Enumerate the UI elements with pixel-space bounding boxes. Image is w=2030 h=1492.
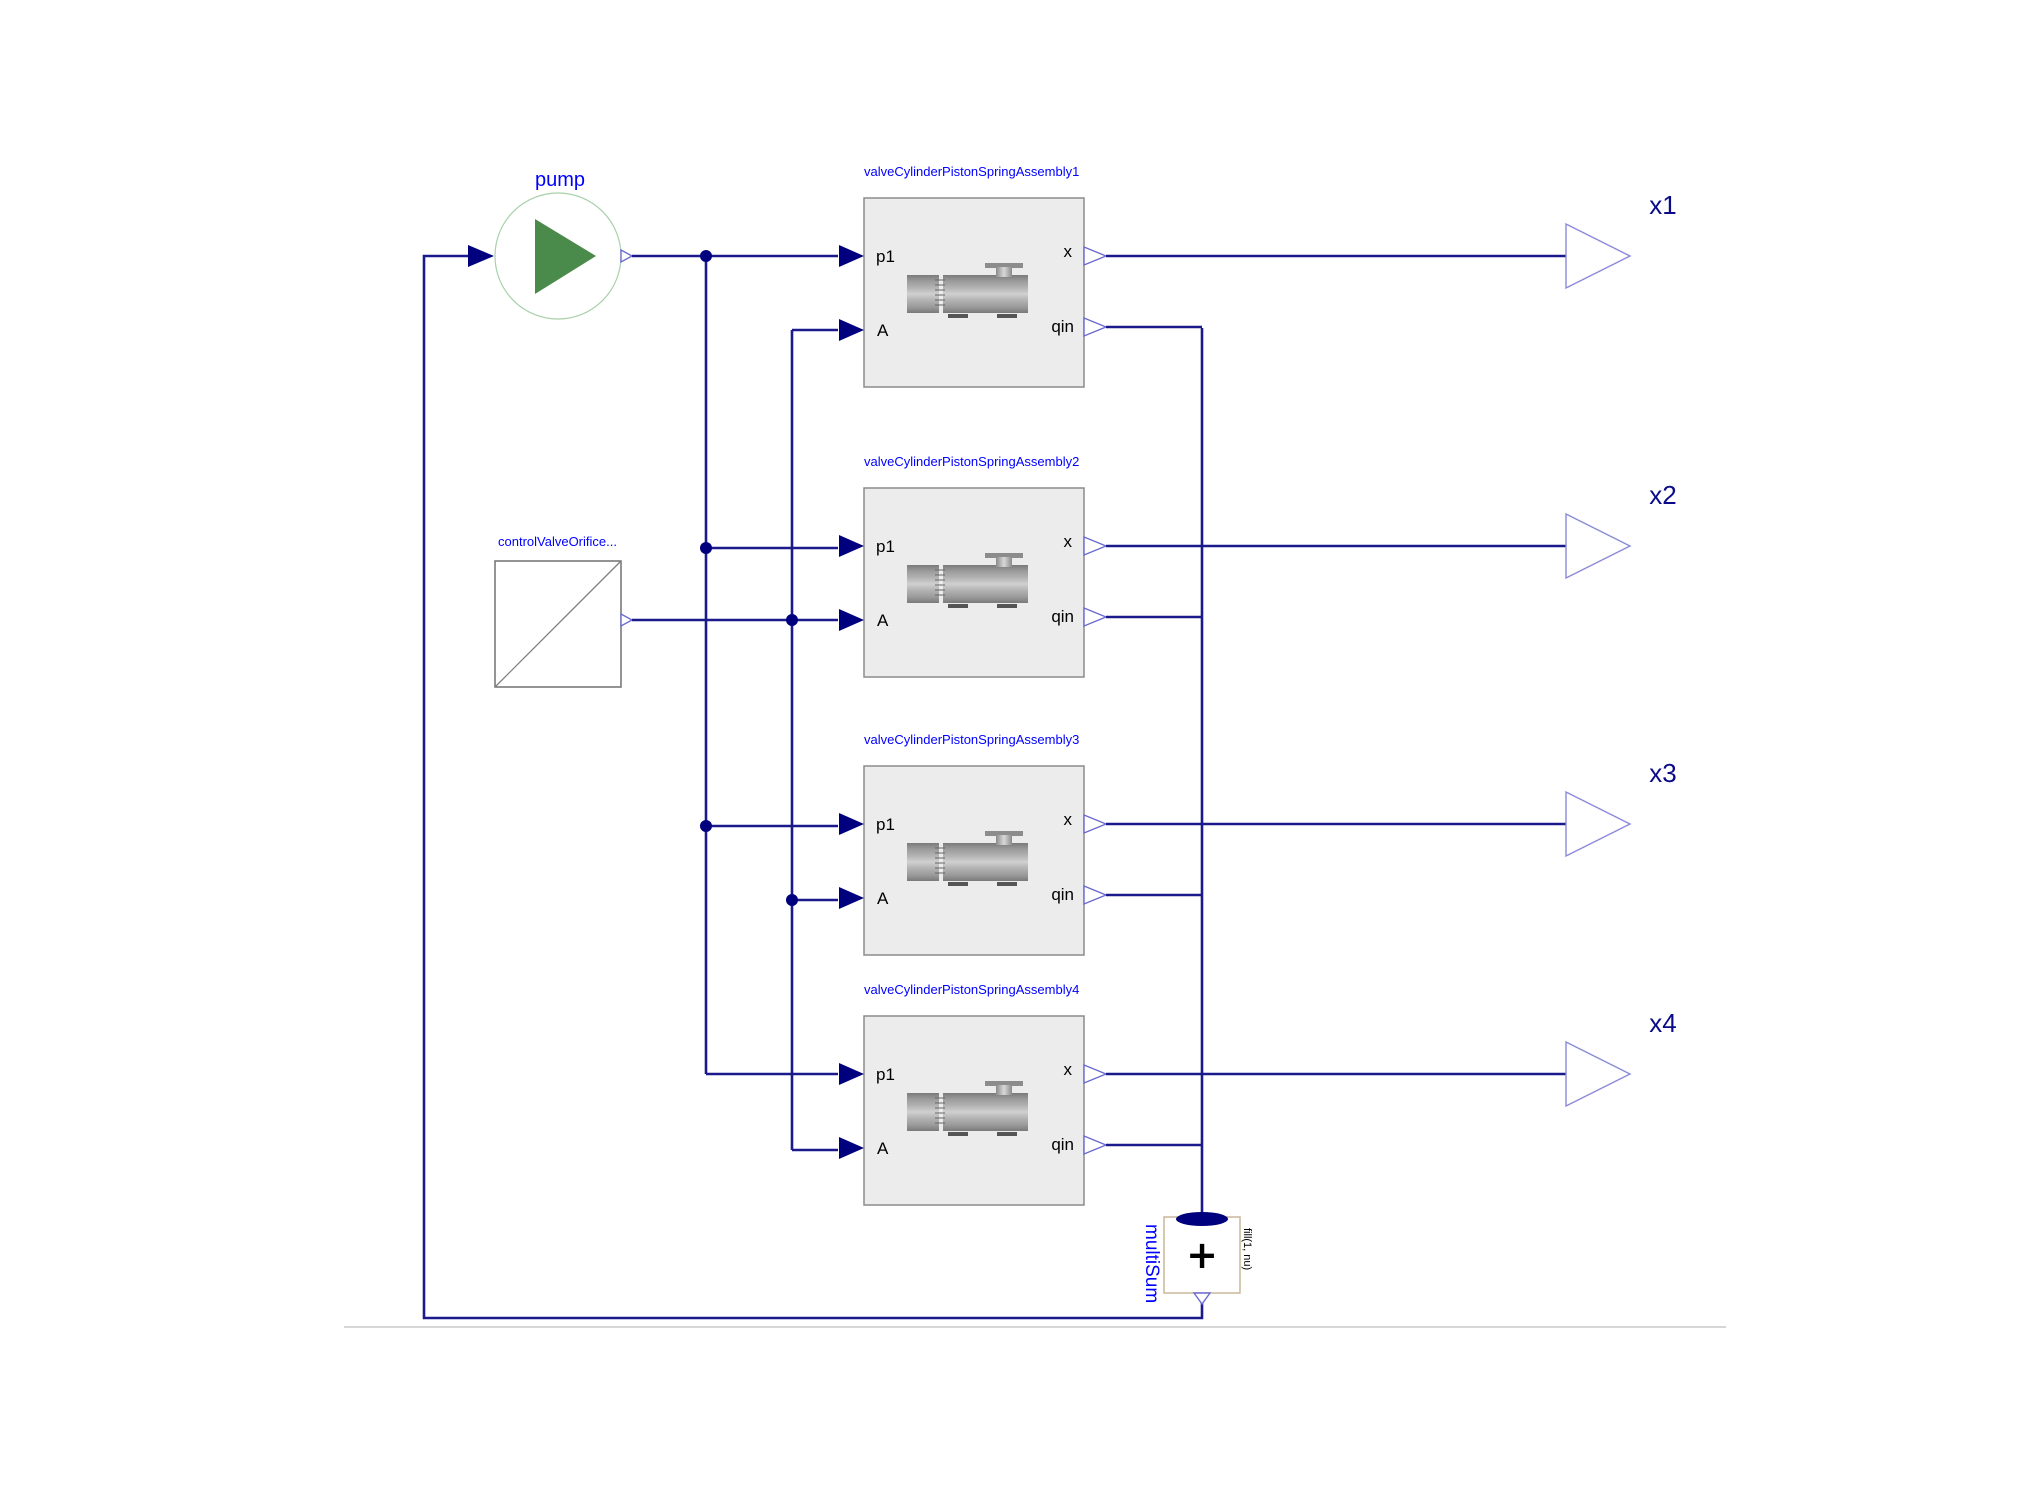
junction-dot bbox=[700, 820, 712, 832]
output-port-x[interactable] bbox=[1083, 813, 1108, 835]
multisum-component[interactable]: + multiSum fill(1, nu) bbox=[1141, 1212, 1253, 1306]
output-port-qin[interactable] bbox=[1083, 606, 1108, 628]
assembly-label: valveCylinderPistonSpringAssembly2 bbox=[864, 454, 1079, 469]
port-label-p1: p1 bbox=[876, 1065, 895, 1084]
output-port-qin[interactable] bbox=[1083, 1134, 1108, 1156]
port-label-A: A bbox=[877, 321, 889, 340]
output-signal-x3[interactable]: x3 bbox=[1565, 758, 1677, 858]
junction-dot bbox=[786, 614, 798, 626]
output-label: x3 bbox=[1649, 758, 1676, 788]
port-label-A: A bbox=[877, 611, 889, 630]
multisum-label: multiSum bbox=[1141, 1224, 1162, 1303]
output-triangle-icon bbox=[1565, 512, 1632, 580]
control-valve-component[interactable]: controlValveOrifice... bbox=[494, 534, 634, 688]
port-label-qin: qin bbox=[1051, 317, 1074, 336]
port-label-x: x bbox=[1064, 810, 1073, 829]
port-label-A: A bbox=[877, 889, 889, 908]
assembly-label: valveCylinderPistonSpringAssembly4 bbox=[864, 982, 1079, 997]
pump-input-arrow bbox=[468, 245, 494, 267]
input-port-p1[interactable] bbox=[839, 535, 864, 557]
multisum-output-port[interactable] bbox=[1192, 1292, 1212, 1306]
pump-component[interactable]: pump bbox=[494, 169, 634, 320]
ramp-line-icon bbox=[494, 560, 622, 688]
output-port-qin[interactable] bbox=[1083, 884, 1108, 906]
output-triangle-icon bbox=[1565, 790, 1632, 858]
output-signal-x1[interactable]: x1 bbox=[1565, 190, 1677, 290]
output-signal-x4[interactable]: x4 bbox=[1565, 1008, 1677, 1108]
port-label-qin: qin bbox=[1051, 885, 1074, 904]
output-port-x[interactable] bbox=[1083, 535, 1108, 557]
output-port-x[interactable] bbox=[1083, 245, 1108, 267]
output-label: x1 bbox=[1649, 190, 1676, 220]
port-label-qin: qin bbox=[1051, 1135, 1074, 1154]
port-label-x: x bbox=[1064, 1060, 1073, 1079]
assembly-label: valveCylinderPistonSpringAssembly3 bbox=[864, 732, 1079, 747]
output-triangle-icon bbox=[1565, 1040, 1632, 1108]
port-label-x: x bbox=[1064, 532, 1073, 551]
output-port-qin[interactable] bbox=[1083, 316, 1108, 338]
junction-dot bbox=[700, 250, 712, 262]
control-output-port[interactable] bbox=[620, 612, 634, 628]
play-triangle-icon bbox=[535, 219, 596, 294]
input-port-A[interactable] bbox=[839, 1137, 864, 1159]
port-label-qin: qin bbox=[1051, 607, 1074, 626]
pump-label: pump bbox=[535, 169, 585, 191]
output-label: x4 bbox=[1649, 1008, 1676, 1038]
output-signal-x2[interactable]: x2 bbox=[1565, 480, 1677, 580]
assembly-label: valveCylinderPistonSpringAssembly1 bbox=[864, 164, 1079, 179]
plus-icon: + bbox=[1186, 1233, 1218, 1277]
port-label-p1: p1 bbox=[876, 537, 895, 556]
port-label-p1: p1 bbox=[876, 247, 895, 266]
output-triangle-icon bbox=[1565, 222, 1632, 290]
input-port-p1[interactable] bbox=[839, 1063, 864, 1085]
input-port-p1[interactable] bbox=[839, 245, 864, 267]
input-port-p1[interactable] bbox=[839, 813, 864, 835]
input-port-A[interactable] bbox=[839, 887, 864, 909]
junction-dot bbox=[700, 542, 712, 554]
output-label: x2 bbox=[1649, 480, 1676, 510]
input-port-A[interactable] bbox=[839, 609, 864, 631]
multisum-param-label: fill(1, nu) bbox=[1241, 1228, 1253, 1270]
port-label-x: x bbox=[1064, 242, 1073, 261]
input-port-A[interactable] bbox=[839, 319, 864, 341]
output-port-x[interactable] bbox=[1083, 1063, 1108, 1085]
port-label-A: A bbox=[877, 1139, 889, 1158]
wire-feedback[interactable] bbox=[422, 254, 1204, 1320]
multisum-input-port[interactable] bbox=[1176, 1212, 1228, 1226]
control-valve-label: controlValveOrifice... bbox=[498, 534, 617, 549]
junction-dot bbox=[786, 894, 798, 906]
port-label-p1: p1 bbox=[876, 815, 895, 834]
pump-output-port[interactable] bbox=[620, 248, 634, 264]
